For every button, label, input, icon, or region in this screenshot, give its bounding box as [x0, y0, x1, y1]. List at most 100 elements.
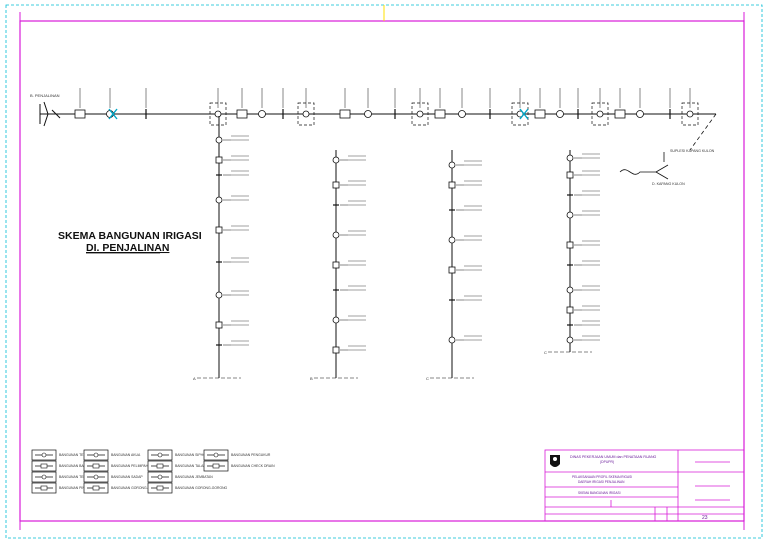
branch-structure [566, 240, 600, 249]
legend-label: BANGUNAN BAGI [59, 464, 87, 468]
branch-structure [215, 195, 249, 204]
legend-label: BANGUNAN AKUA [111, 453, 141, 457]
legend-item: BANGUNAN BAGI [31, 460, 87, 472]
legend-item: BANGUNAN TALANG [147, 460, 209, 472]
branch-structure [566, 335, 600, 344]
legend-label: BANGUNAN CHECK DRAIN [231, 464, 275, 468]
main-structure [534, 88, 546, 119]
branch-structure [332, 315, 366, 324]
legend-label: BANGUNAN GORONG-GORONG [175, 486, 228, 490]
branch-canal: B [310, 150, 366, 381]
siphon-symbol [519, 108, 529, 120]
drawing-title: SKEMA BANGUNAN IRIGASI [578, 491, 621, 495]
legend-label: BANGUNAN TERJUN [59, 475, 93, 479]
section-label: C [426, 376, 429, 381]
legend-label: BANGUNAN TALANG [175, 464, 209, 468]
outlet-suplesi [689, 113, 717, 151]
branch-structure [448, 180, 482, 189]
project-line1: PELAKSANAAN PROFIL SKEMA IRIGASI [572, 475, 632, 479]
branch-structure [332, 180, 366, 189]
main-structure [636, 88, 644, 118]
legend-item: BANGUNAN SIPHON [147, 449, 209, 461]
sheet-number: 23 [702, 515, 708, 521]
branch-structure [216, 170, 249, 176]
legend-item: BANGUNAN TETAP [31, 449, 91, 461]
branch-structure [215, 225, 249, 234]
branch-canal: C [544, 150, 600, 355]
branch-structure [566, 153, 600, 162]
section-label: A [193, 376, 196, 381]
legend-item: BANGUNAN AKUA [83, 449, 141, 461]
branch-structure [566, 285, 600, 294]
outlet-label: SUPLESI KAPANG KULON [670, 149, 715, 153]
main-structure [591, 88, 609, 126]
agency-line1: DINAS PEKERJAAN UMUM dan PENATAAN RUANG [570, 455, 657, 459]
branches: A B C C [193, 116, 600, 381]
branch-structure [448, 335, 482, 344]
branch-structure [216, 257, 249, 263]
legend-label: BANGUNAN JEMBATAN [175, 475, 213, 479]
agency-line2: (DPUPR) [600, 460, 614, 464]
project-line2: DAERAH IRIGASI PENJALINAN [578, 480, 625, 484]
legend-item: BANGUNAN TERJUN [31, 471, 93, 483]
agency-logo [550, 455, 560, 467]
branch-structure [566, 210, 600, 219]
main-structure [411, 88, 429, 126]
branch-structure [215, 290, 249, 299]
branch-structure [216, 340, 249, 346]
branch-structure [332, 230, 366, 239]
section-label: B [310, 376, 313, 381]
legend-item: BANGUNAN PENGUKUR [203, 449, 271, 461]
legend: BANGUNAN TETAP BANGUNAN BAGI BANGUNAN TERJ… [31, 449, 275, 494]
legend-item: BANGUNAN PELIMPAH SAMPING [83, 460, 165, 472]
main-structure [681, 88, 699, 126]
main-structure [209, 88, 227, 126]
legend-label: BANGUNAN PELIMPAH SAMPING [111, 464, 165, 468]
siphon-symbol [108, 108, 118, 120]
main-structure [74, 88, 86, 119]
inner-border [19, 20, 745, 522]
legend-item: BANGUNAN JEMBATAN [147, 471, 213, 483]
branch-structure [215, 320, 249, 329]
main-structure [339, 88, 351, 119]
branch-structure [215, 135, 249, 144]
main-structure [364, 88, 372, 118]
main-structure [258, 88, 266, 118]
branch-structure [449, 295, 482, 301]
diagram-title-line1: SKEMA BANGUNAN IRIGASI [58, 230, 202, 242]
branch-structure [332, 260, 366, 269]
branch-structure [567, 260, 600, 266]
branch-structure [449, 205, 482, 211]
legend-item: BANGUNAN PINTU SADAP [31, 482, 103, 494]
legend-label: BANGUNAN PINTU SADAP [59, 486, 103, 490]
branch-structure [567, 320, 600, 326]
main-structure [434, 88, 446, 119]
legend-item: BANGUNAN GORONG-GORONG [147, 482, 228, 494]
main-structure [556, 88, 564, 118]
branch-structure [566, 305, 600, 314]
branch-canal: C [426, 150, 482, 381]
main-structure [297, 88, 315, 126]
legend-label: BANGUNAN TETAP [59, 453, 91, 457]
main-structure [614, 88, 626, 119]
title-block [544, 449, 745, 522]
branch-structure [332, 345, 366, 354]
branch-structure [333, 285, 366, 291]
branch-structure [567, 190, 600, 196]
branch-structure [332, 155, 366, 164]
branch-structure [448, 265, 482, 274]
section-label: C [544, 350, 547, 355]
source-label: B. PENJALINAN [30, 93, 60, 98]
legend-label: BANGUNAN GORONG-GORONG [111, 486, 164, 490]
main-structure [511, 88, 529, 126]
branch-structure [215, 155, 249, 164]
legend-item: BANGUNAN GORONG-GORONG [83, 482, 164, 494]
branch-structure [448, 235, 482, 244]
legend-label: BANGUNAN SIPHON [175, 453, 209, 457]
branch-structure [333, 200, 366, 206]
legend-item: BANGUNAN CHECK DRAIN [203, 460, 275, 472]
branch-canal: A [193, 116, 249, 381]
main-structure [236, 88, 248, 119]
legend-label: BANGUNAN PENGUKUR [231, 453, 271, 457]
